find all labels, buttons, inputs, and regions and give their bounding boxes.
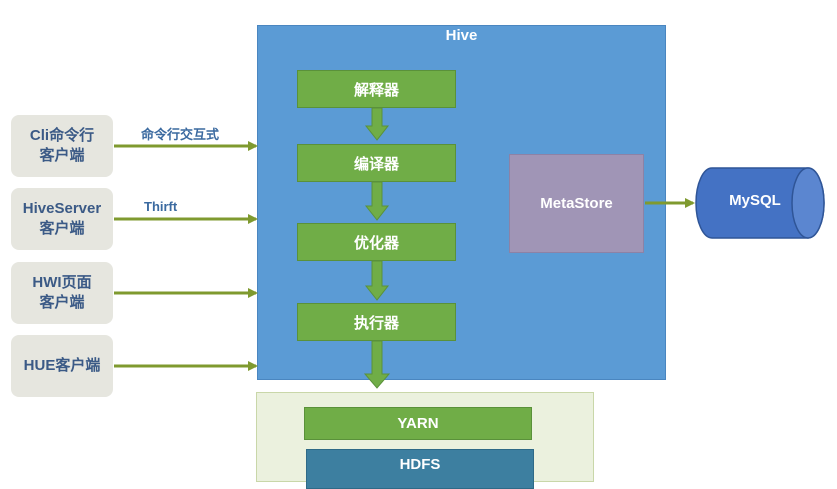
interpreter-label: 解释器 [353,81,399,99]
compiler-box: 编译器 [297,144,456,182]
optimizer-box: 优化器 [297,223,456,261]
yarn-box: YARN [304,407,532,440]
mysql-label: MySQL [729,192,781,209]
executor-label: 执行器 [353,314,399,332]
hiveserver-edge-label: Thirft [144,199,178,214]
hiveserver-client-box: HiveServer 客户端 [11,188,113,250]
hive-title: Hive [445,27,478,44]
hiveserver-client-label: HiveServer 客户端 [22,200,102,237]
hue-client-label: HUE客户端 [23,357,101,374]
diagram-connectors [114,107,825,389]
cli-client-label: Cli命令行 客户端 [29,127,95,164]
cli-client-box: Cli命令行 客户端 [11,115,113,177]
executor-box: 执行器 [297,303,456,341]
yarn-label: YARN [397,415,439,432]
hwi-client-label: HWI页面 客户端 [32,274,92,311]
cli-edge-label: 命令行交互式 [141,127,220,142]
mysql-cylinder [695,167,825,239]
optimizer-to-executor-arrow [364,260,390,301]
metastore-box: MetaStore [509,154,644,253]
compiler-to-optimizer-arrow [364,181,390,221]
hdfs-label: HDFS [399,456,441,473]
hwi-client-box: HWI页面 客户端 [11,262,113,324]
executor-to-yarn-arrow [363,340,391,389]
interpreter-to-compiler-arrow [364,107,390,141]
compiler-label: 编译器 [353,155,399,173]
optimizer-label: 优化器 [353,234,399,252]
metastore-label: MetaStore [540,195,613,212]
interpreter-box: 解释器 [297,70,456,108]
hue-client-box: HUE客户端 [11,335,113,397]
